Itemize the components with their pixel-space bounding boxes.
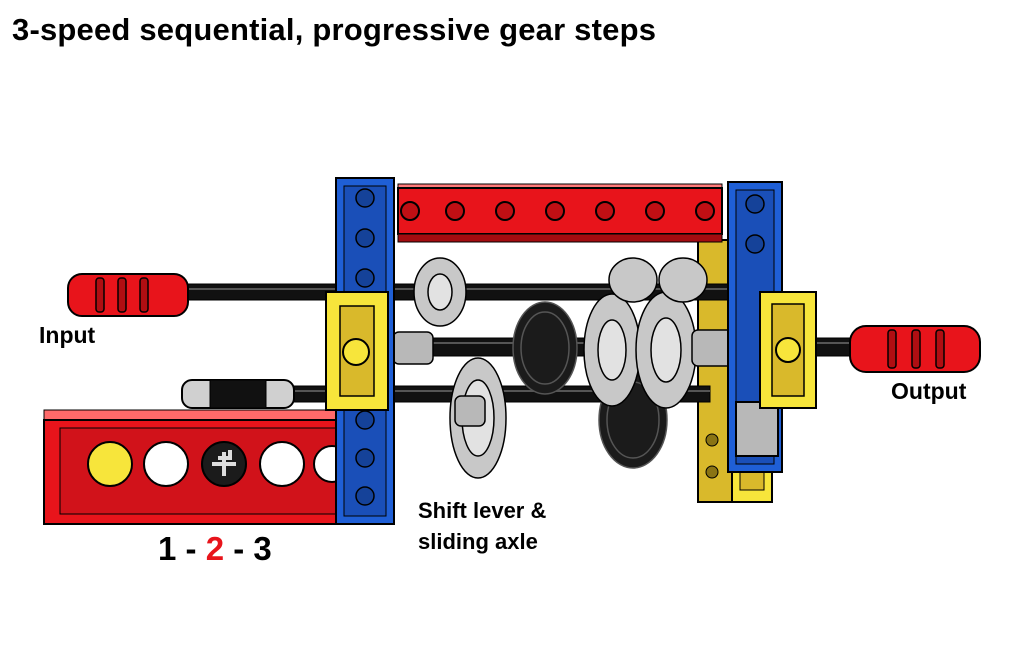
gear-2-label: 2 [205, 530, 225, 567]
shift-lever-label-line2: sliding axle [418, 529, 538, 554]
shift-lever-label: Shift lever & sliding axle [418, 495, 546, 557]
left-yellow-bearing [325, 291, 389, 411]
right-yellow-bearing [759, 291, 817, 409]
shift-lever-label-line1: Shift lever & [418, 498, 547, 523]
gear-separator: - [185, 530, 197, 567]
sliding-axle-stopper [181, 379, 295, 409]
gear-indicator: 1 - 2 - 3 [158, 530, 272, 568]
gear-3-label: 3 [253, 530, 272, 567]
right-blue-beam [727, 181, 783, 473]
page-title: 3-speed sequential, progressive gear ste… [12, 12, 657, 47]
output-axle-connector [849, 325, 981, 373]
output-label: Output [891, 378, 967, 404]
top-red-beam [397, 183, 723, 243]
shift-lever-beam[interactable] [43, 409, 351, 525]
gear-separator: - [233, 530, 245, 567]
input-axle-connector [67, 273, 189, 317]
input-label: Input [39, 322, 96, 348]
gear-1-label: 1 [158, 530, 177, 567]
